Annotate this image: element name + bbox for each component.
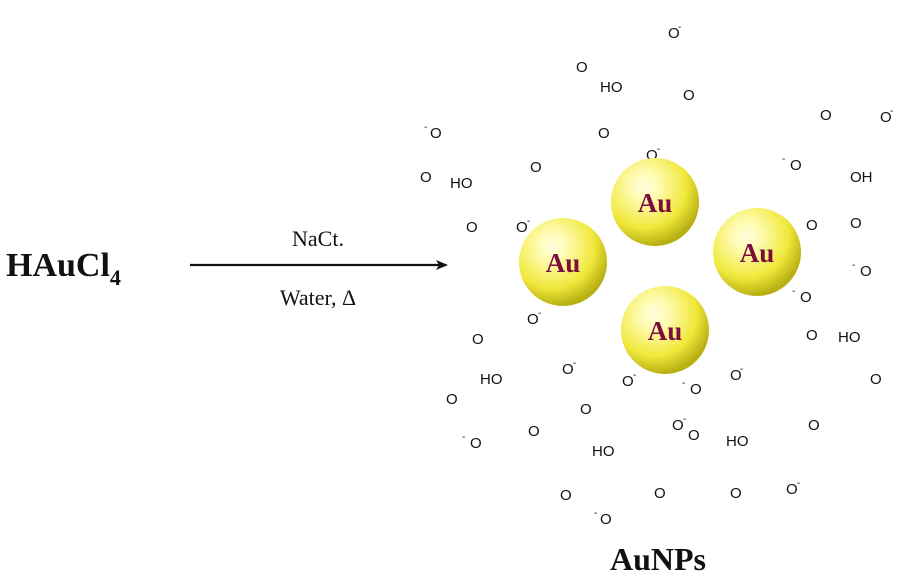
atom-o: O	[850, 215, 862, 232]
atom-o: O	[800, 289, 812, 306]
charge-minus: -	[890, 106, 893, 117]
product-label: AuNPs	[610, 541, 706, 577]
atom-o: O	[668, 25, 680, 42]
charge-minus: -	[852, 260, 855, 271]
atom-ho: HO	[450, 175, 473, 192]
atom-o: O	[820, 107, 832, 124]
charge-minus: -	[424, 122, 427, 133]
conditions-label: Water, Δ	[280, 285, 356, 310]
atom-ho: HO	[480, 371, 503, 388]
atom-o: O	[420, 169, 432, 186]
svg-text:Au: Au	[638, 188, 673, 218]
charge-minus: -	[797, 478, 800, 489]
charge-minus: -	[573, 358, 576, 369]
atom-o: O	[598, 125, 610, 142]
atom-o: O	[622, 373, 634, 390]
atom-o: O	[528, 423, 540, 440]
atom-o: O	[472, 331, 484, 348]
atom-o: O	[730, 485, 742, 502]
atom-ho: HO	[600, 79, 623, 96]
atom-o: O	[466, 219, 478, 236]
citrate-ligand-bottom-right	[716, 376, 808, 483]
atom-o: O	[870, 371, 882, 388]
atom-o: O	[806, 327, 818, 344]
reactant-formula: HAuCl4	[6, 247, 121, 290]
atom-o: O	[688, 427, 700, 444]
atom-o: O	[646, 147, 658, 164]
charge-minus: -	[678, 22, 681, 33]
atom-o: O	[786, 481, 798, 498]
charge-minus: -	[527, 216, 530, 227]
charge-minus: -	[462, 432, 465, 443]
atom-o: O	[860, 263, 872, 280]
svg-text:Au: Au	[740, 238, 775, 268]
atom-ho: HO	[726, 433, 749, 450]
atom-o: O	[516, 219, 528, 236]
reagent-label: NaCt.	[292, 226, 344, 251]
atom-o: O	[562, 361, 574, 378]
atom-o: O	[808, 417, 820, 434]
atom-o: O	[527, 311, 539, 328]
charge-minus: -	[657, 144, 660, 155]
charge-minus: -	[682, 378, 685, 389]
charge-minus: -	[740, 364, 743, 375]
atom-o: O	[672, 417, 684, 434]
charge-minus: -	[792, 286, 795, 297]
gold-nanoparticles: Au Au Au Au	[519, 158, 801, 374]
atom-o: O	[683, 87, 695, 104]
gold-particle-top: Au	[611, 158, 699, 246]
charge-minus: -	[594, 508, 597, 519]
atom-o: O	[790, 157, 802, 174]
charge-minus: -	[538, 308, 541, 319]
gold-particle-bottom: Au	[621, 286, 709, 374]
atom-ho: HO	[838, 329, 861, 346]
atom-o: O	[654, 485, 666, 502]
atom-o: O	[690, 381, 702, 398]
atom-o: O	[530, 159, 542, 176]
atom-o: O	[600, 511, 612, 528]
charge-minus: -	[782, 154, 785, 165]
atom-o: O	[446, 391, 458, 408]
citrate-ligand-upper-right	[788, 116, 903, 221]
atom-labels: O O - HO O O O - O - HO O O O O - O - OH…	[420, 22, 893, 528]
gold-particle-left: Au	[519, 218, 607, 306]
gold-particle-right: Au	[713, 208, 801, 296]
atom-o: O	[806, 217, 818, 234]
atom-o: O	[730, 367, 742, 384]
atom-o: O	[580, 401, 592, 418]
charge-minus: -	[683, 414, 686, 425]
charge-minus: -	[633, 370, 636, 381]
svg-text:Au: Au	[546, 248, 581, 278]
atom-o: O	[576, 59, 588, 76]
citrate-ligand-upper-left	[420, 98, 541, 211]
atom-o: O	[430, 125, 442, 142]
atom-o: O	[880, 109, 892, 126]
atom-ho: HO	[592, 443, 615, 460]
atom-o: O	[560, 487, 572, 504]
atom-oh: OH	[850, 169, 873, 186]
atom-o: O	[470, 435, 482, 452]
svg-text:Au: Au	[648, 316, 683, 346]
